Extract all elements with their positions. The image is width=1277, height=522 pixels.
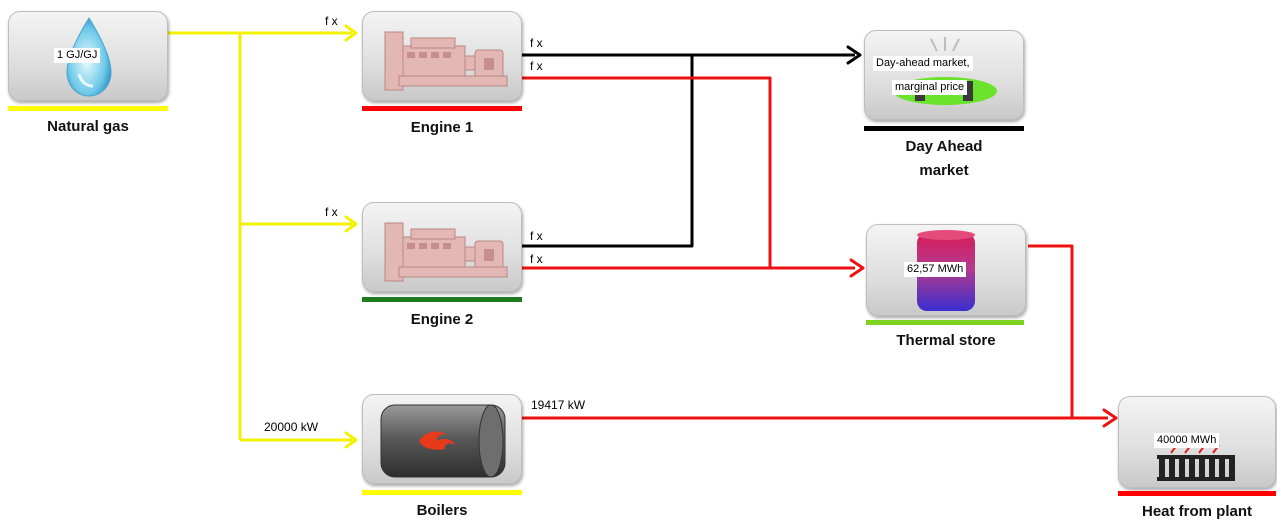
node-engine2[interactable]: Engine 2 [362, 202, 522, 332]
day-ahead-label-line2: market [864, 161, 1024, 181]
natural-gas-status-bar [8, 106, 168, 111]
day-ahead-value-line1: Day-ahead market, [873, 56, 973, 71]
thermal-store-value: 62,57 MWh [904, 262, 966, 277]
engine2-box[interactable] [362, 202, 522, 292]
heat-plant-box[interactable]: 40000 MWh [1118, 396, 1276, 488]
engine1-label: Engine 1 [362, 118, 522, 138]
heat-plant-label: Heat from plant [1118, 502, 1276, 522]
gas-trunk-line [168, 33, 240, 440]
flow-label-engine2-heat: f x [530, 252, 543, 266]
flow-label-engine1-power: f x [530, 36, 543, 50]
thermal-store-status-bar [866, 320, 1024, 325]
engine2-status-bar [362, 297, 522, 302]
thermal-store-out-line [1028, 246, 1072, 418]
flow-label-boilers-heat: 19417 kW [531, 398, 585, 412]
node-engine1[interactable]: Engine 1 [362, 11, 522, 141]
heat-plant-status-bar [1118, 491, 1276, 496]
node-heat-from-plant[interactable]: 40000 MWh Heat from plant [1118, 396, 1277, 522]
day-ahead-value-line2: marginal price [892, 80, 967, 95]
natural-gas-box[interactable]: 1 GJ/GJ [8, 11, 168, 101]
day-ahead-box[interactable]: Day-ahead market, marginal price [864, 30, 1024, 120]
node-boilers[interactable]: Boilers [362, 394, 522, 522]
flow-label-engine2-power: f x [530, 229, 543, 243]
day-ahead-status-bar [864, 126, 1024, 131]
flow-label-gas-boilers: 20000 kW [264, 420, 318, 434]
boilers-status-bar [362, 490, 522, 495]
node-thermal-store[interactable]: 62,57 MWh Thermal store [866, 224, 1028, 352]
engine1-status-bar [362, 106, 522, 111]
boilers-label: Boilers [362, 501, 522, 521]
node-day-ahead-market[interactable]: Day-ahead market, marginal price Day Ahe… [864, 30, 1024, 185]
engine2-power-line [520, 55, 692, 246]
flow-label-gas-engine1: f x [325, 14, 338, 28]
flow-label-gas-engine2: f x [325, 205, 338, 219]
thermal-store-box[interactable]: 62,57 MWh [866, 224, 1026, 316]
engine2-label: Engine 2 [362, 310, 522, 330]
day-ahead-label-line1: Day Ahead [864, 137, 1024, 157]
engine-icon [363, 12, 522, 101]
flow-label-engine1-heat: f x [530, 59, 543, 73]
thermal-store-label: Thermal store [866, 331, 1026, 351]
boilers-box[interactable] [362, 394, 522, 484]
boiler-icon [363, 395, 522, 484]
node-natural-gas[interactable]: 1 GJ/GJ Natural gas [8, 11, 168, 136]
engine-icon [363, 203, 522, 292]
market-icon [865, 31, 1024, 120]
engine1-box[interactable] [362, 11, 522, 101]
engine1-heat-line [520, 78, 770, 268]
natural-gas-label: Natural gas [8, 117, 168, 137]
natural-gas-value: 1 GJ/GJ [54, 48, 100, 63]
heat-plant-value: 40000 MWh [1154, 433, 1219, 448]
